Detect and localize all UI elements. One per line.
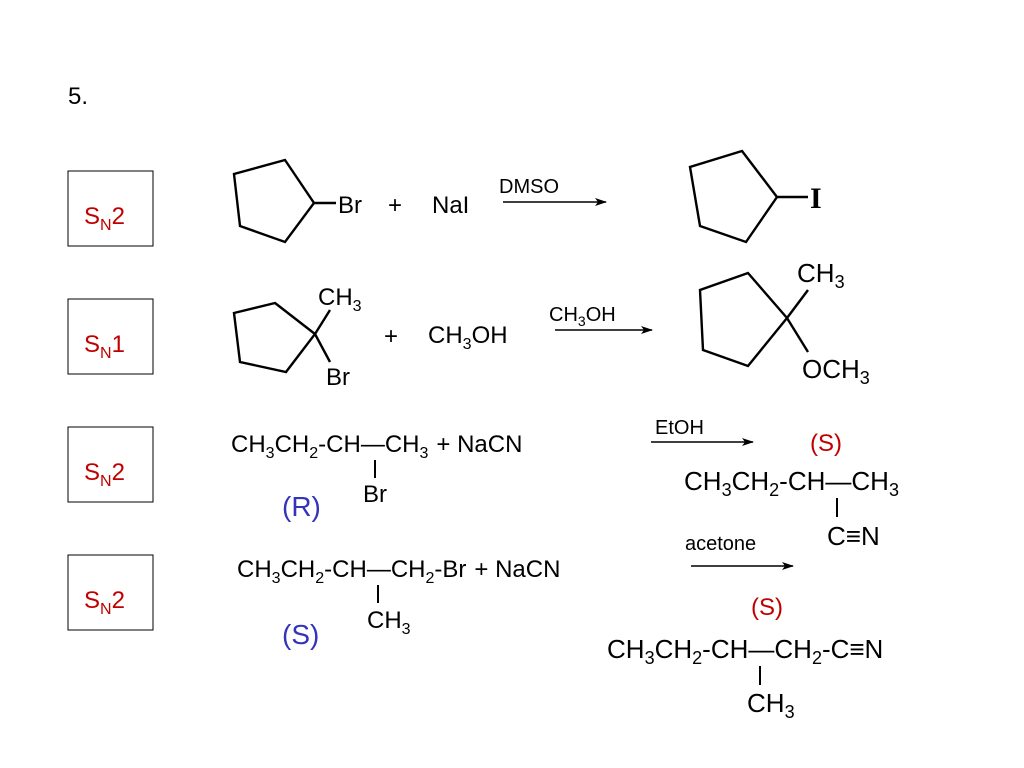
plus-sign: + [384, 323, 398, 350]
c-methyl-bond [786, 289, 809, 319]
bromo-substituent: Br [326, 364, 350, 391]
methyl-branch: CH3 [747, 688, 795, 722]
mechanism-label: SN2 [84, 459, 125, 490]
plus-sign: + [388, 192, 402, 219]
mechanism-box [67, 554, 154, 631]
reagent: CH3OH [428, 322, 508, 353]
reaction-2: SN1 CH3 Br + CH3OH CH3OH CH3 OCH3 [67, 258, 870, 391]
reaction-1: SN2 Br + NaI DMSO I [67, 149, 822, 247]
c-methyl-bond [313, 309, 332, 335]
reaction-3: SN2 CH3CH2-CH—CH3+ NaCN Br (R) EtOH (S) … [67, 417, 899, 551]
methyl-group: CH3 [797, 258, 845, 292]
bromo-branch: Br [363, 481, 387, 508]
c-br-bond [313, 333, 332, 363]
methoxy-group: OCH3 [802, 354, 870, 388]
cyclopentane-ring-product [688, 149, 779, 244]
condition-label: CH3OH [549, 304, 616, 329]
stereo-descriptor: (R) [282, 491, 321, 522]
condition-label: EtOH [655, 417, 704, 439]
product-formula: CH3CH2-CH—CH3 [684, 466, 899, 500]
c-methoxy-bond [785, 317, 810, 353]
reactant-formula: CH3CH2-CH—CH2-Br+ NaCN [237, 556, 560, 587]
cyclopentane-ring [232, 301, 317, 374]
mechanism-label: SN2 [84, 587, 125, 618]
condition-label: DMSO [499, 176, 559, 198]
mechanism-box [67, 426, 154, 503]
stereo-descriptor-product: (S) [751, 594, 783, 621]
mechanism-box [67, 298, 154, 375]
nitrile-branch: C≡N [827, 521, 880, 551]
methyl-branch: CH3 [367, 607, 411, 638]
mechanism-label: SN1 [84, 331, 125, 362]
reaction-4: SN2 CH3CH2-CH—CH2-Br+ NaCN CH3 (S) aceto… [67, 533, 883, 722]
cyclopentane-ring [232, 158, 316, 244]
methyl-group: CH3 [318, 284, 362, 315]
iodo-substituent: I [810, 182, 822, 215]
problem-number: 5. [68, 83, 88, 110]
stereo-descriptor-product: (S) [810, 430, 842, 457]
cyclopentane-ring-product [698, 271, 789, 368]
mechanism-label: SN2 [84, 203, 125, 234]
product-formula: CH3CH2-CH—CH2-C≡N [607, 634, 883, 668]
reactant-formula: CH3CH2-CH—CH3+ NaCN [231, 431, 522, 462]
condition-label: acetone [685, 533, 756, 555]
stereo-descriptor: (S) [282, 619, 319, 650]
reagent: NaI [432, 192, 469, 219]
bromo-substituent: Br [338, 192, 362, 219]
mechanism-box [67, 170, 154, 247]
